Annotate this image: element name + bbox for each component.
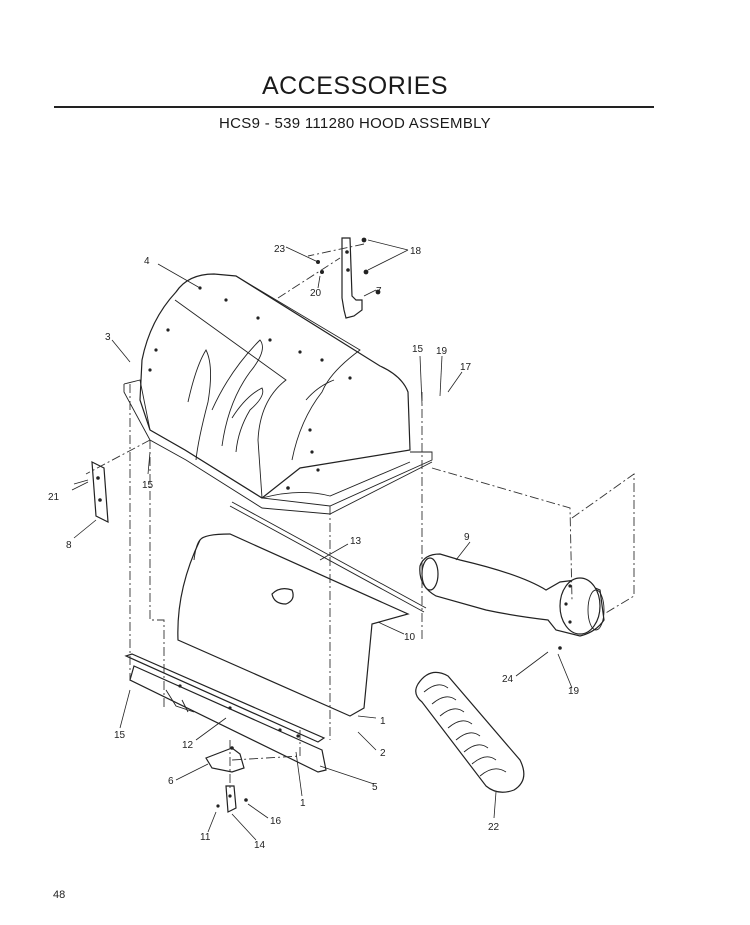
callout-19-top: 19 — [436, 346, 448, 357]
callout-15-right: 15 — [412, 344, 424, 355]
callout-23: 24 — [502, 674, 514, 685]
assembly-subtitle: HCS9 - 539 111280 HOOD ASSEMBLY — [219, 115, 491, 132]
callout-17: 17 — [460, 362, 472, 373]
callout-12: 12 — [182, 740, 194, 751]
deflector-part — [177, 533, 410, 717]
rail-parts — [124, 653, 327, 773]
callout-8: 8 — [66, 540, 72, 551]
hood-part — [123, 273, 433, 515]
callout-3: 3 — [105, 332, 111, 343]
discharge-elbow-part — [419, 553, 605, 650]
callout-labels: 4 3 23 20 18 7 15 19 17 15 21 8 13 9 10 … — [48, 244, 580, 851]
callout-10: 10 — [404, 632, 416, 643]
callout-7: 7 — [376, 286, 382, 297]
alignment-lines — [85, 243, 635, 790]
callout-13: 13 — [350, 536, 362, 547]
callout-20: 20 — [310, 288, 322, 299]
leader-lines — [71, 239, 573, 841]
callout-11: 11 — [200, 832, 211, 843]
callout-18: 18 — [410, 246, 422, 257]
plate-part — [73, 460, 109, 524]
callout-21: 21 — [48, 492, 60, 503]
callout-14: 14 — [254, 840, 266, 851]
flexible-hose-part — [415, 671, 525, 793]
callout-4: 4 — [144, 256, 150, 267]
callout-1-bottom: 1 — [300, 798, 306, 809]
bracket-part — [316, 237, 381, 319]
callout-9: 9 — [464, 532, 470, 543]
callout-19-bottom: 19 — [568, 686, 580, 697]
callout-15-bottom: 15 — [114, 730, 126, 741]
callout-2: 2 — [380, 748, 386, 759]
page-number: 48 — [53, 889, 66, 901]
callout-1-right: 1 — [380, 716, 386, 727]
callout-15-left: 15 — [142, 480, 154, 491]
hinge-parts — [205, 746, 248, 813]
callout-22: 23 — [274, 244, 286, 255]
callout-5: 5 — [372, 782, 378, 793]
page-title: ACCESSORIES — [261, 72, 449, 100]
callout-6: 6 — [168, 776, 174, 787]
callout-24: 22 — [488, 822, 500, 833]
title-rule — [54, 106, 654, 108]
callout-16: 16 — [270, 816, 282, 827]
